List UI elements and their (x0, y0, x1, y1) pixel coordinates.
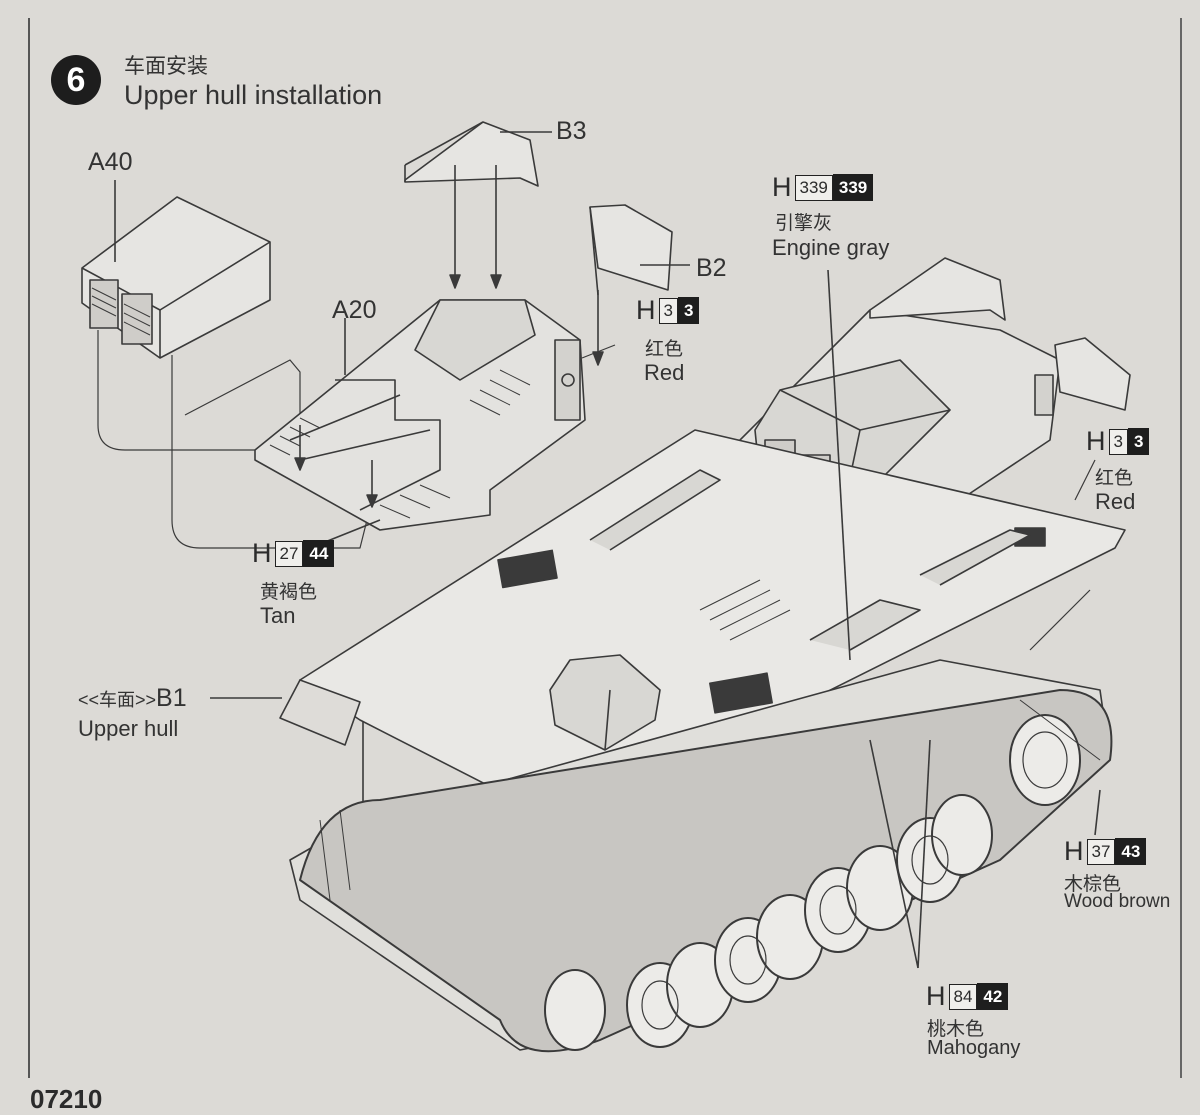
paint-name-en: Mahogany (927, 1037, 1021, 1059)
paint-code: 339 (794, 174, 833, 201)
part-label-b2: B2 (696, 254, 727, 282)
paint-code: 3 (658, 297, 678, 324)
paint-code-alt: 3 (1127, 428, 1150, 455)
b1-code: B1 (156, 684, 187, 712)
paint-code-alt: 44 (303, 540, 335, 567)
paint-name-cn: 黄褐色 (260, 581, 318, 603)
paint-name-cn: 引擎灰 (775, 212, 833, 234)
paint-name-cn: 木棕色 (1064, 873, 1122, 895)
paint-letter: H (1064, 836, 1084, 866)
paint-code: 37 (1086, 838, 1116, 865)
paint-callout-tan: H 27 44 (252, 538, 335, 569)
a20-hull-floor (254, 299, 586, 549)
b1-upper-hull (210, 429, 1126, 951)
paint-letter: H (636, 295, 656, 325)
paint-letter: H (1086, 426, 1106, 456)
paint-callout-red-b2: H 3 3 (636, 295, 700, 326)
b3-plate (404, 121, 552, 289)
paint-name-cn: 桃木色 (927, 1018, 985, 1040)
part-label-b1: <<车面>>B1 (78, 684, 187, 713)
step-title-en: Upper hull installation (124, 80, 383, 110)
part-label-a40: A40 (88, 148, 133, 176)
step-title-cn: 车面安装 (124, 55, 208, 78)
part-label-b3: B3 (556, 117, 587, 145)
paint-name-en: Red (1095, 489, 1136, 514)
paint-letter: H (926, 981, 946, 1011)
paint-callout-mahogany: H 84 42 (926, 981, 1009, 1012)
product-code: 07210 (30, 1084, 103, 1114)
paint-callout-engine-gray: H 339 339 (772, 172, 874, 203)
page-frame (28, 18, 1182, 1078)
paint-code-alt: 339 (832, 174, 874, 201)
paint-letter: H (772, 172, 792, 202)
paint-callout-red-right: H 3 3 (1086, 426, 1150, 457)
paint-code: 27 (274, 540, 304, 567)
a40-engine-box (81, 180, 271, 359)
paint-name-en: Tan (260, 603, 296, 628)
step-number-badge: 6 (51, 55, 101, 105)
paint-letter: H (252, 538, 272, 568)
paint-name-cn: 红色 (1095, 467, 1134, 489)
paint-code-alt: 43 (1115, 838, 1147, 865)
part-label-b1-en: Upper hull (78, 716, 179, 741)
b1-prefix: <<车面>> (78, 690, 157, 710)
paint-name-en: Red (644, 360, 685, 385)
lower-hull-running-gear (289, 659, 1113, 1053)
paint-code: 84 (948, 983, 978, 1010)
paint-code-alt: 42 (977, 983, 1009, 1010)
paint-name-cn: 红色 (645, 338, 684, 360)
paint-code-alt: 3 (677, 297, 700, 324)
paint-callout-wood-brown: H 37 43 (1064, 836, 1147, 867)
paint-code: 3 (1108, 428, 1128, 455)
paint-name-en: Wood brown (1064, 891, 1171, 912)
b2-plate (589, 204, 690, 366)
paint-name-en: Engine gray (772, 235, 890, 260)
part-label-a20: A20 (332, 296, 377, 324)
